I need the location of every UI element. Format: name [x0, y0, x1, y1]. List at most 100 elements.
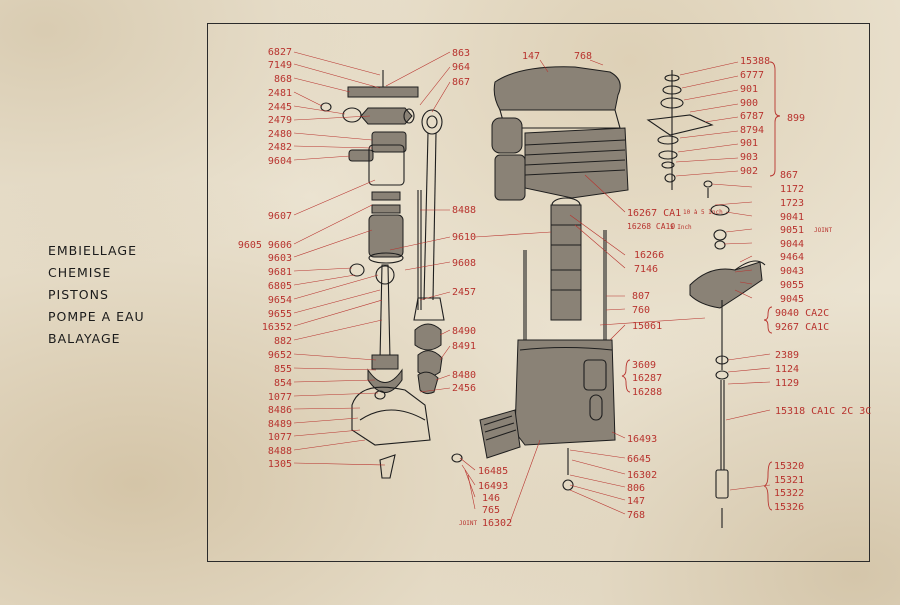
label-147-a: 147 [522, 51, 540, 62]
label-16485: 16485 [478, 466, 508, 477]
label-8490: 8490 [452, 326, 476, 337]
label-1077-b: 1077 [268, 432, 292, 443]
label-6827: 6827 [268, 47, 292, 58]
label-8480: 8480 [452, 370, 476, 381]
label-6787: 6787 [740, 111, 764, 122]
label-1172: 1172 [780, 184, 804, 195]
label-16302-b: 16302 [482, 518, 512, 529]
label-1305: 1305 [268, 459, 292, 470]
label-15318: 15318 CA1C 2C 3C [775, 406, 871, 417]
label-9654: 9654 [268, 295, 292, 306]
label-joint-16302: JOINT [459, 520, 477, 527]
label-7146: 7146 [634, 264, 658, 275]
label-2482: 2482 [268, 142, 292, 153]
label-9607: 9607 [268, 211, 292, 222]
label-768-a: 768 [574, 51, 592, 62]
label-9043: 9043 [780, 266, 804, 277]
label-16267: 16267 CA1 [627, 208, 681, 219]
section-chemise: CHEMISE [48, 265, 112, 280]
section-pistons: PISTONS [48, 287, 109, 302]
label-16266: 16266 [634, 250, 664, 261]
part-number-labels: 6827 7149 868 2481 2445 2479 2480 2482 9… [238, 47, 872, 529]
label-2456: 2456 [452, 383, 476, 394]
label-900: 900 [740, 98, 758, 109]
label-854: 854 [274, 378, 292, 389]
label-1129: 1129 [775, 378, 799, 389]
label-146: 146 [482, 493, 500, 504]
label-2481: 2481 [268, 88, 292, 99]
water-pump-drawing [646, 70, 766, 528]
label-9051: 9051 [780, 225, 804, 236]
bracket-9040 [763, 306, 773, 334]
bracket-3609 [621, 359, 631, 393]
label-8489: 8489 [268, 419, 292, 430]
label-16268: 16268 CA10 [627, 222, 675, 231]
label-9267: 9267 CA1C [775, 322, 829, 333]
label-9041: 9041 [780, 212, 804, 223]
label-768-b: 768 [627, 510, 645, 521]
label-964: 964 [452, 62, 470, 73]
label-9605-9606: 9605 9606 [238, 240, 292, 251]
label-2479: 2479 [268, 115, 292, 126]
piston-rod-assembly-drawing [320, 70, 431, 479]
label-9603: 9603 [268, 253, 292, 264]
label-901-b: 901 [740, 138, 758, 149]
label-9681: 9681 [268, 267, 292, 278]
label-2457: 2457 [452, 287, 476, 298]
connecting-rod-drawing [413, 109, 445, 395]
label-16352: 16352 [262, 322, 292, 333]
label-8486-a: 8486 [268, 405, 292, 416]
label-868: 868 [274, 74, 292, 85]
label-2480: 2480 [268, 129, 292, 140]
label-joint-9051: JOINT [814, 227, 832, 234]
label-15061: 15061 [632, 321, 662, 332]
label-9652: 9652 [268, 350, 292, 361]
label-15326: 15326 [774, 502, 804, 513]
label-3609: 3609 [632, 360, 656, 371]
label-16267-note: 10 à 5 Inch [683, 209, 723, 216]
label-9464: 9464 [780, 252, 804, 263]
label-1124: 1124 [775, 364, 799, 375]
section-list: EMBIELLAGE CHEMISE PISTONS POMPE A EAU B… [48, 240, 145, 350]
label-2445: 2445 [268, 102, 292, 113]
label-9055: 9055 [780, 280, 804, 291]
label-2389: 2389 [775, 350, 799, 361]
label-15321: 15321 [774, 475, 804, 486]
label-899: 899 [787, 113, 805, 124]
label-882: 882 [274, 336, 292, 347]
label-807: 807 [632, 291, 650, 302]
label-863: 863 [452, 48, 470, 59]
label-6645: 6645 [627, 454, 651, 465]
label-760: 760 [632, 305, 650, 316]
section-embiellage: EMBIELLAGE [48, 243, 137, 258]
label-9045: 9045 [780, 294, 804, 305]
leader-lines [293, 51, 771, 523]
bracket-899 [769, 61, 781, 177]
label-9604: 9604 [268, 156, 292, 167]
label-15322: 15322 [774, 488, 804, 499]
label-6805: 6805 [268, 281, 292, 292]
label-6777: 6777 [740, 70, 764, 81]
label-867-a: 867 [452, 77, 470, 88]
label-8491: 8491 [452, 341, 476, 352]
label-16493-b: 16493 [478, 481, 508, 492]
label-902: 902 [740, 166, 758, 177]
label-9655: 9655 [268, 309, 292, 320]
label-1723: 1723 [780, 198, 804, 209]
bracket-15320 [763, 461, 773, 511]
label-8794: 8794 [740, 125, 764, 136]
label-16288: 16288 [632, 387, 662, 398]
label-9610: 9610 [452, 232, 476, 243]
label-16302-a: 16302 [627, 470, 657, 481]
label-901-a: 901 [740, 84, 758, 95]
label-867-b: 867 [780, 170, 798, 181]
label-9040: 9040 CA2C [775, 308, 829, 319]
section-balayage: BALAYAGE [48, 331, 121, 346]
label-16268-note: 5 Inch [670, 224, 692, 231]
label-147-b: 147 [627, 496, 645, 507]
label-8488-b: 8488 [452, 205, 476, 216]
label-903: 903 [740, 152, 758, 163]
label-7149: 7149 [268, 60, 292, 71]
label-16287: 16287 [632, 373, 662, 384]
